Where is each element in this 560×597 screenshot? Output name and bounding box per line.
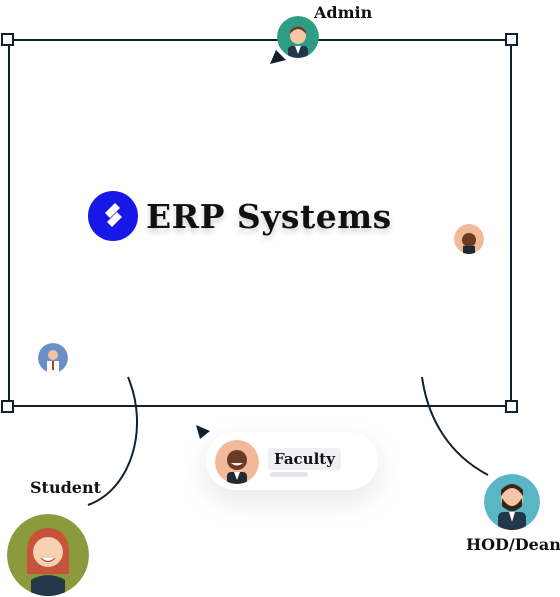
student-connector <box>87 376 138 506</box>
admin-label: Admin <box>314 3 373 22</box>
hod-dean-label: HOD/Dean <box>466 535 560 554</box>
hod-connector <box>421 376 489 476</box>
hod-dean-avatar[interactable] <box>484 474 540 530</box>
faculty-avatar <box>215 440 259 484</box>
resize-handle-bottom-right[interactable] <box>505 400 518 413</box>
pointer-arrow-icon <box>196 425 212 445</box>
erp-logo-icon <box>88 191 138 241</box>
faculty-subtitle-placeholder <box>270 472 308 477</box>
student-mini-avatar[interactable] <box>38 343 68 373</box>
student-label: Student <box>30 478 101 497</box>
resize-handle-top-left[interactable] <box>1 33 14 46</box>
student-avatar[interactable] <box>7 514 89 596</box>
pointer-arrow-icon <box>270 48 286 68</box>
resize-handle-bottom-left[interactable] <box>1 400 14 413</box>
admin-avatar[interactable] <box>277 16 319 58</box>
faculty-mini-avatar[interactable] <box>454 224 484 254</box>
faculty-card[interactable]: Faculty <box>206 432 378 490</box>
resize-handle-top-right[interactable] <box>505 33 518 46</box>
brand-logo-group: ERP Systems <box>88 190 392 242</box>
brand-title: ERP Systems <box>146 196 392 236</box>
selection-frame <box>8 39 512 407</box>
faculty-label: Faculty <box>268 448 341 470</box>
